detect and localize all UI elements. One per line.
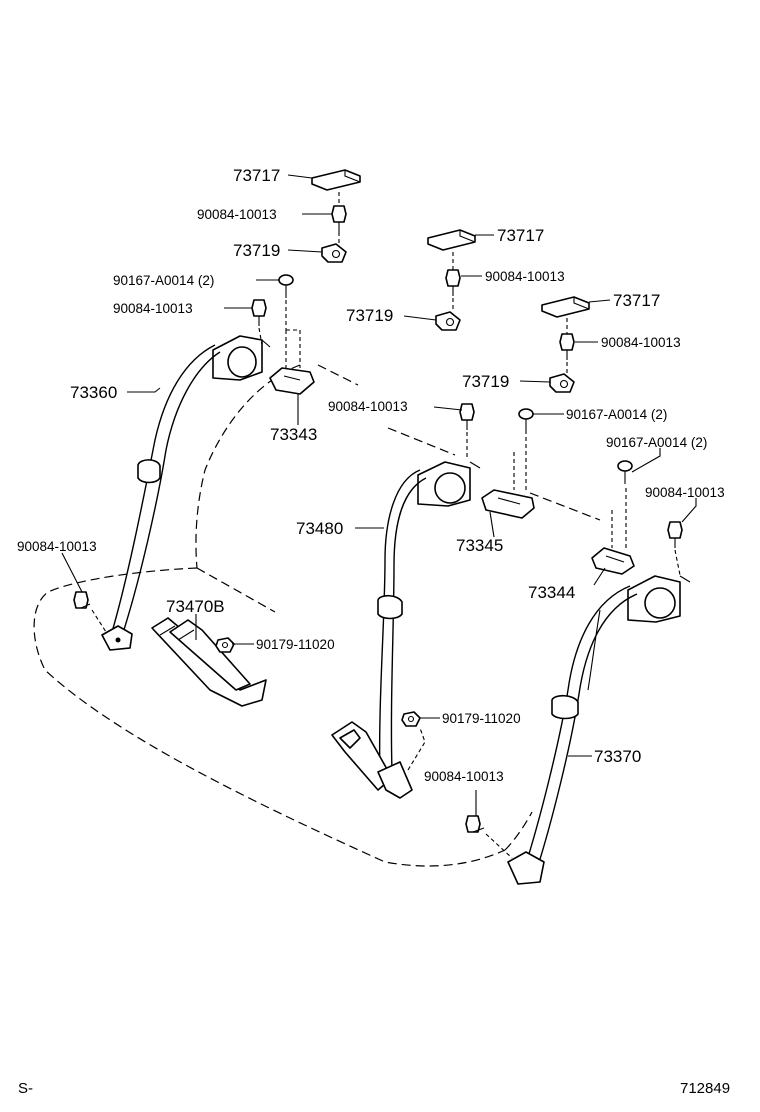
label-90084-e: 90084-10013	[328, 399, 408, 414]
label-73717-c: 73717	[613, 291, 660, 310]
bolt-f	[667, 521, 683, 576]
label-73345: 73345	[456, 536, 503, 555]
label-73719-a: 73719	[233, 241, 280, 260]
ring-73719-c	[549, 373, 575, 393]
label-90084-b: 90084-10013	[113, 301, 193, 316]
label-73717-a: 73717	[233, 166, 280, 185]
label-90167-a: 90167-A0014 (2)	[113, 273, 214, 288]
label-90084-c: 90084-10013	[485, 269, 565, 284]
cover-73717-c	[541, 296, 590, 318]
bracket-73343	[269, 329, 315, 395]
bolt-h	[465, 815, 513, 859]
nut-a	[215, 637, 235, 653]
fasteners	[73, 192, 683, 859]
screw-a	[278, 274, 294, 330]
label-73360: 73360	[70, 383, 117, 402]
bolt-a	[331, 192, 347, 246]
screw-b	[518, 408, 534, 430]
nut-b	[401, 711, 421, 727]
label-90179-b: 90179-11020	[442, 711, 521, 726]
screw-c	[617, 460, 633, 484]
illustration-number: 712849	[680, 1080, 730, 1097]
label-73480: 73480	[296, 519, 343, 538]
label-90084-d: 90084-10013	[601, 335, 681, 350]
left-seat-belt-assembly	[101, 335, 271, 651]
label-90084-a: 90084-10013	[197, 207, 277, 222]
buckle-assembly-73470b	[151, 617, 267, 707]
bolt-g	[73, 591, 107, 633]
label-90084-g: 90084-10013	[17, 539, 97, 554]
cover-73717-b	[427, 229, 476, 251]
seat-outline	[33, 364, 601, 867]
label-90167-b: 90167-A0014 (2)	[566, 407, 667, 422]
bracket-73345	[481, 430, 535, 519]
leader-lines	[61, 174, 697, 816]
bolt-e	[459, 403, 475, 460]
label-90084-h: 90084-10013	[424, 769, 504, 784]
bolt-d	[559, 318, 575, 374]
cover-73717-a	[311, 169, 361, 191]
label-73470b: 73470B	[166, 597, 225, 616]
label-90167-c: 90167-A0014 (2)	[606, 435, 707, 450]
label-73719-b: 73719	[346, 306, 393, 325]
bracket-73344	[591, 488, 635, 575]
ring-73719-a	[321, 243, 347, 263]
label-73717-b: 73717	[497, 226, 544, 245]
label-73719-c: 73719	[462, 372, 509, 391]
label-90084-f: 90084-10013	[645, 485, 725, 500]
ring-73719-b	[435, 311, 461, 331]
label-73344: 73344	[528, 583, 575, 602]
corner-code-left: S-	[18, 1080, 33, 1097]
bolt-c	[445, 252, 461, 312]
label-73343: 73343	[270, 425, 317, 444]
label-90179-a: 90179-11020	[256, 637, 335, 652]
center-seat-belt-assembly	[331, 461, 481, 799]
part-labels: 73717 90084-10013 73719 90167-A0014 (2) …	[17, 166, 725, 784]
right-seat-belt-assembly	[507, 575, 691, 885]
label-73370: 73370	[594, 747, 641, 766]
